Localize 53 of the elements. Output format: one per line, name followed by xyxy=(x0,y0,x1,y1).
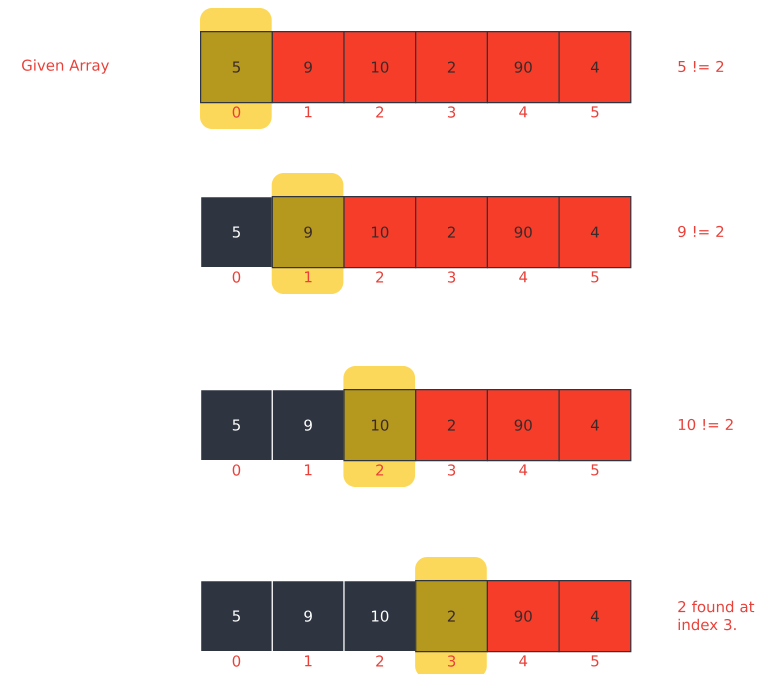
array-cell: 4 xyxy=(558,196,632,268)
highlighted-cell: 10 xyxy=(343,389,416,462)
index-number: 4 xyxy=(519,655,528,666)
array-cell: 4 xyxy=(558,389,632,462)
array-cell: 10 xyxy=(343,580,416,652)
index-number: 3 xyxy=(448,106,456,118)
index-number: 0 xyxy=(232,655,240,667)
array-cell: 2 xyxy=(415,31,488,104)
highlighted-cell: 2 xyxy=(415,580,488,652)
index-number: 5 xyxy=(591,106,598,118)
index-number: 1 xyxy=(305,106,312,118)
index-number: 2 xyxy=(376,106,384,118)
index-number: 4 xyxy=(519,106,528,118)
highlighted-cell: 5 xyxy=(200,31,273,104)
index-number: 0 xyxy=(232,106,240,118)
array-cell: 5 xyxy=(200,580,273,652)
array-cell: 90 xyxy=(486,196,560,268)
array-cell: 9 xyxy=(272,31,345,104)
array-cell: 4 xyxy=(558,580,632,652)
index-number: 5 xyxy=(591,655,598,666)
array-cell: 90 xyxy=(486,580,560,652)
array-cell: 10 xyxy=(343,196,416,268)
index-number: 4 xyxy=(519,464,528,476)
array-cell: 2 xyxy=(415,196,488,268)
index-number: 3 xyxy=(448,655,456,667)
comparison-label: 2 found at index 3. xyxy=(678,600,754,630)
array-cell: 9 xyxy=(272,580,345,652)
array-cell: 4 xyxy=(558,31,632,104)
index-number: 1 xyxy=(305,464,312,476)
index-number: 3 xyxy=(448,271,456,283)
index-number: 3 xyxy=(448,464,456,476)
index-number: 0 xyxy=(232,271,240,283)
title-label: Given Array xyxy=(22,59,109,74)
index-number: 0 xyxy=(232,464,240,476)
index-number: 1 xyxy=(305,655,312,666)
index-number: 2 xyxy=(376,655,384,666)
array-cell: 9 xyxy=(272,389,345,462)
array-cell: 90 xyxy=(486,31,560,104)
comparison-label: 9 != 2 xyxy=(678,226,724,238)
array-cell: 5 xyxy=(200,196,273,268)
index-number: 5 xyxy=(591,271,598,282)
index-number: 2 xyxy=(376,271,384,282)
array-cell: 5 xyxy=(200,389,273,462)
index-number: 1 xyxy=(305,271,312,282)
comparison-label: 5 != 2 xyxy=(678,60,724,72)
array-cell: 2 xyxy=(415,389,488,462)
comparison-label: 10 != 2 xyxy=(678,418,733,430)
index-number: 2 xyxy=(376,464,384,476)
index-number: 4 xyxy=(519,271,528,282)
array-cell: 10 xyxy=(343,31,416,104)
highlighted-cell: 9 xyxy=(272,196,345,268)
array-cell: 90 xyxy=(486,389,560,462)
index-number: 5 xyxy=(591,464,598,476)
